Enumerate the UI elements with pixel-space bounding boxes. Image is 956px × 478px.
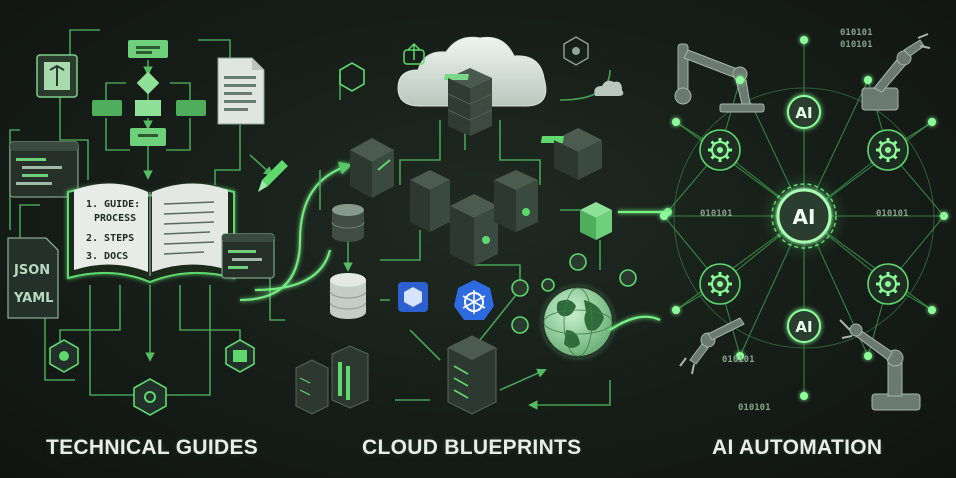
- ai-hub: AI: [758, 170, 850, 262]
- hex-icon-right: [225, 339, 255, 373]
- technical-guides-title: TECHNICAL GUIDES: [46, 436, 259, 459]
- network-dot: [940, 212, 948, 220]
- code-window-right: [221, 233, 275, 279]
- ai-node-top-label: AI: [795, 104, 812, 122]
- globe-icon: [540, 284, 616, 360]
- network-dot: [928, 118, 936, 126]
- cube-outline-icon: [339, 62, 365, 92]
- small-cloud-icon: [594, 80, 624, 96]
- network-dot: [672, 118, 680, 126]
- network-dot: [660, 212, 668, 220]
- server-cube-5: [540, 128, 602, 180]
- binary-text-3: 010101: [700, 209, 733, 219]
- network-hex-icon: [563, 36, 589, 66]
- open-book: 1. GUIDE: PROCESS 2. STEPS 3. DOCS: [67, 183, 235, 284]
- server-cube-4: [494, 170, 538, 232]
- network-dot: [864, 352, 872, 360]
- book-line-1: 1. GUIDE:: [86, 199, 140, 210]
- flowchart-diagram: [92, 40, 206, 146]
- hex-icon-center: [133, 378, 167, 416]
- network-dot: [736, 352, 744, 360]
- ai-node-bottom: AI: [780, 302, 828, 350]
- network-node-icons: [511, 253, 637, 334]
- gear-icon: [867, 129, 909, 171]
- binary-text-2: 010101: [840, 40, 873, 50]
- book-line-2: PROCESS: [94, 213, 136, 224]
- server-rack-2: [331, 345, 369, 409]
- cloud-blueprints-panel: [295, 36, 637, 415]
- book-line-4: 3. DOCS: [86, 251, 128, 262]
- gear-icon: [699, 129, 741, 171]
- hex-icon-left: [49, 339, 79, 373]
- green-cube-icon: [580, 202, 612, 240]
- server-cube-2: [410, 170, 450, 232]
- server-cube-3: [450, 194, 498, 266]
- code-window-left: [9, 141, 79, 198]
- cloud-server-stack: [443, 68, 493, 136]
- cloud-flow-lines: [319, 69, 611, 410]
- robot-arm-top-right: [861, 33, 931, 111]
- robot-arm-bottom-right: [839, 319, 921, 411]
- cloud-blueprints-title: CLOUD BLUEPRINTS: [362, 436, 582, 459]
- server-rack-1: [295, 359, 329, 415]
- ai-automation-title: AI AUTOMATION: [712, 436, 883, 459]
- network-dot: [800, 36, 808, 44]
- gear-node-group: [699, 129, 909, 305]
- robot-arm-bottom-left: [679, 317, 745, 375]
- gear-icon: [867, 263, 909, 305]
- network-dot-group: [660, 36, 948, 400]
- network-dot: [672, 306, 680, 314]
- panel-connector-lines-right: [609, 207, 673, 331]
- pen-icon: [258, 160, 288, 192]
- technical-guides-panel: JSON YAML 1. GUIDE: PROCESS 2. STEPS 3. …: [7, 29, 288, 416]
- network-dot: [928, 306, 936, 314]
- server-rack-3: [447, 335, 497, 415]
- binary-text-6: 010101: [738, 403, 771, 413]
- ai-node-bottom-label: AI: [795, 318, 812, 336]
- gear-icon: [699, 263, 741, 305]
- ai-hub-label: AI: [793, 205, 816, 229]
- network-dot: [736, 76, 744, 84]
- document-icon: [217, 57, 265, 125]
- robot-arm-top-left: [674, 43, 765, 113]
- database-icon-2: [329, 273, 367, 319]
- database-icon-1: [331, 204, 365, 242]
- ai-node-top: AI: [780, 88, 828, 136]
- kubernetes-icon: [454, 280, 494, 320]
- book-line-3: 2. STEPS: [86, 233, 134, 244]
- json-yaml-file-icon: JSON YAML: [7, 237, 59, 319]
- server-cube-1: [350, 138, 394, 198]
- storage-service-icon: [398, 282, 428, 312]
- ai-automation-panel: 010101 010101 010101 010101 010101 01010…: [660, 28, 948, 413]
- json-label: JSON: [13, 263, 50, 278]
- binary-text-5: 010101: [722, 355, 755, 365]
- network-dot: [864, 76, 872, 84]
- upload-icon: [403, 42, 425, 65]
- yaml-label: YAML: [13, 291, 53, 306]
- binary-text-1: 010101: [840, 28, 873, 38]
- book-icon: [36, 54, 78, 98]
- network-dot: [800, 392, 808, 400]
- binary-text-4: 010101: [876, 209, 909, 219]
- panel-connector-lines-left: [239, 161, 353, 302]
